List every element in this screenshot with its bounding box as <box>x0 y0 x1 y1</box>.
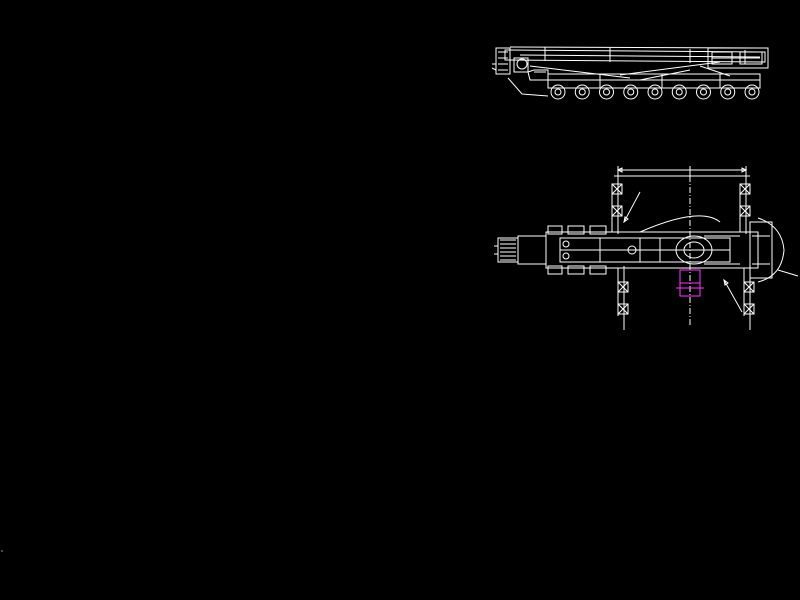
origin-point <box>1 550 3 552</box>
plan-view <box>494 166 799 330</box>
wheel-hub <box>578 88 586 96</box>
wheel-hub <box>748 88 756 96</box>
boom <box>504 46 766 64</box>
carrier-plan <box>545 225 759 275</box>
wheel <box>550 84 566 100</box>
wheel <box>744 84 760 100</box>
wheel-hub <box>675 88 683 96</box>
outriggers-lower <box>617 266 755 330</box>
chassis <box>507 73 761 97</box>
side-elevation-view <box>491 46 769 100</box>
wheel <box>574 84 590 100</box>
wheel-hub <box>554 88 562 96</box>
wheels <box>550 84 760 100</box>
outriggers-upper <box>611 182 751 234</box>
dimension-leaders <box>623 191 799 313</box>
wheel-hub <box>724 88 732 96</box>
wheel <box>696 84 711 100</box>
wheel-hub <box>651 88 659 96</box>
superstructure <box>707 47 769 69</box>
wheel <box>647 84 663 100</box>
outrigger-span-dimension <box>614 166 750 182</box>
wheel-hub <box>627 88 635 96</box>
boom-head <box>491 47 529 75</box>
highlighted-block <box>676 269 704 297</box>
wheel-hub <box>603 88 610 96</box>
front-cab-plan <box>494 235 547 265</box>
luffing-cylinder <box>529 61 731 81</box>
counterweight-radius <box>749 217 785 283</box>
wheel <box>720 84 736 100</box>
wheel-hub <box>700 88 707 96</box>
wheel <box>671 84 687 100</box>
slewing-ring <box>639 215 740 265</box>
cabin <box>527 69 549 81</box>
wheel <box>599 84 614 100</box>
wheel <box>623 84 639 100</box>
